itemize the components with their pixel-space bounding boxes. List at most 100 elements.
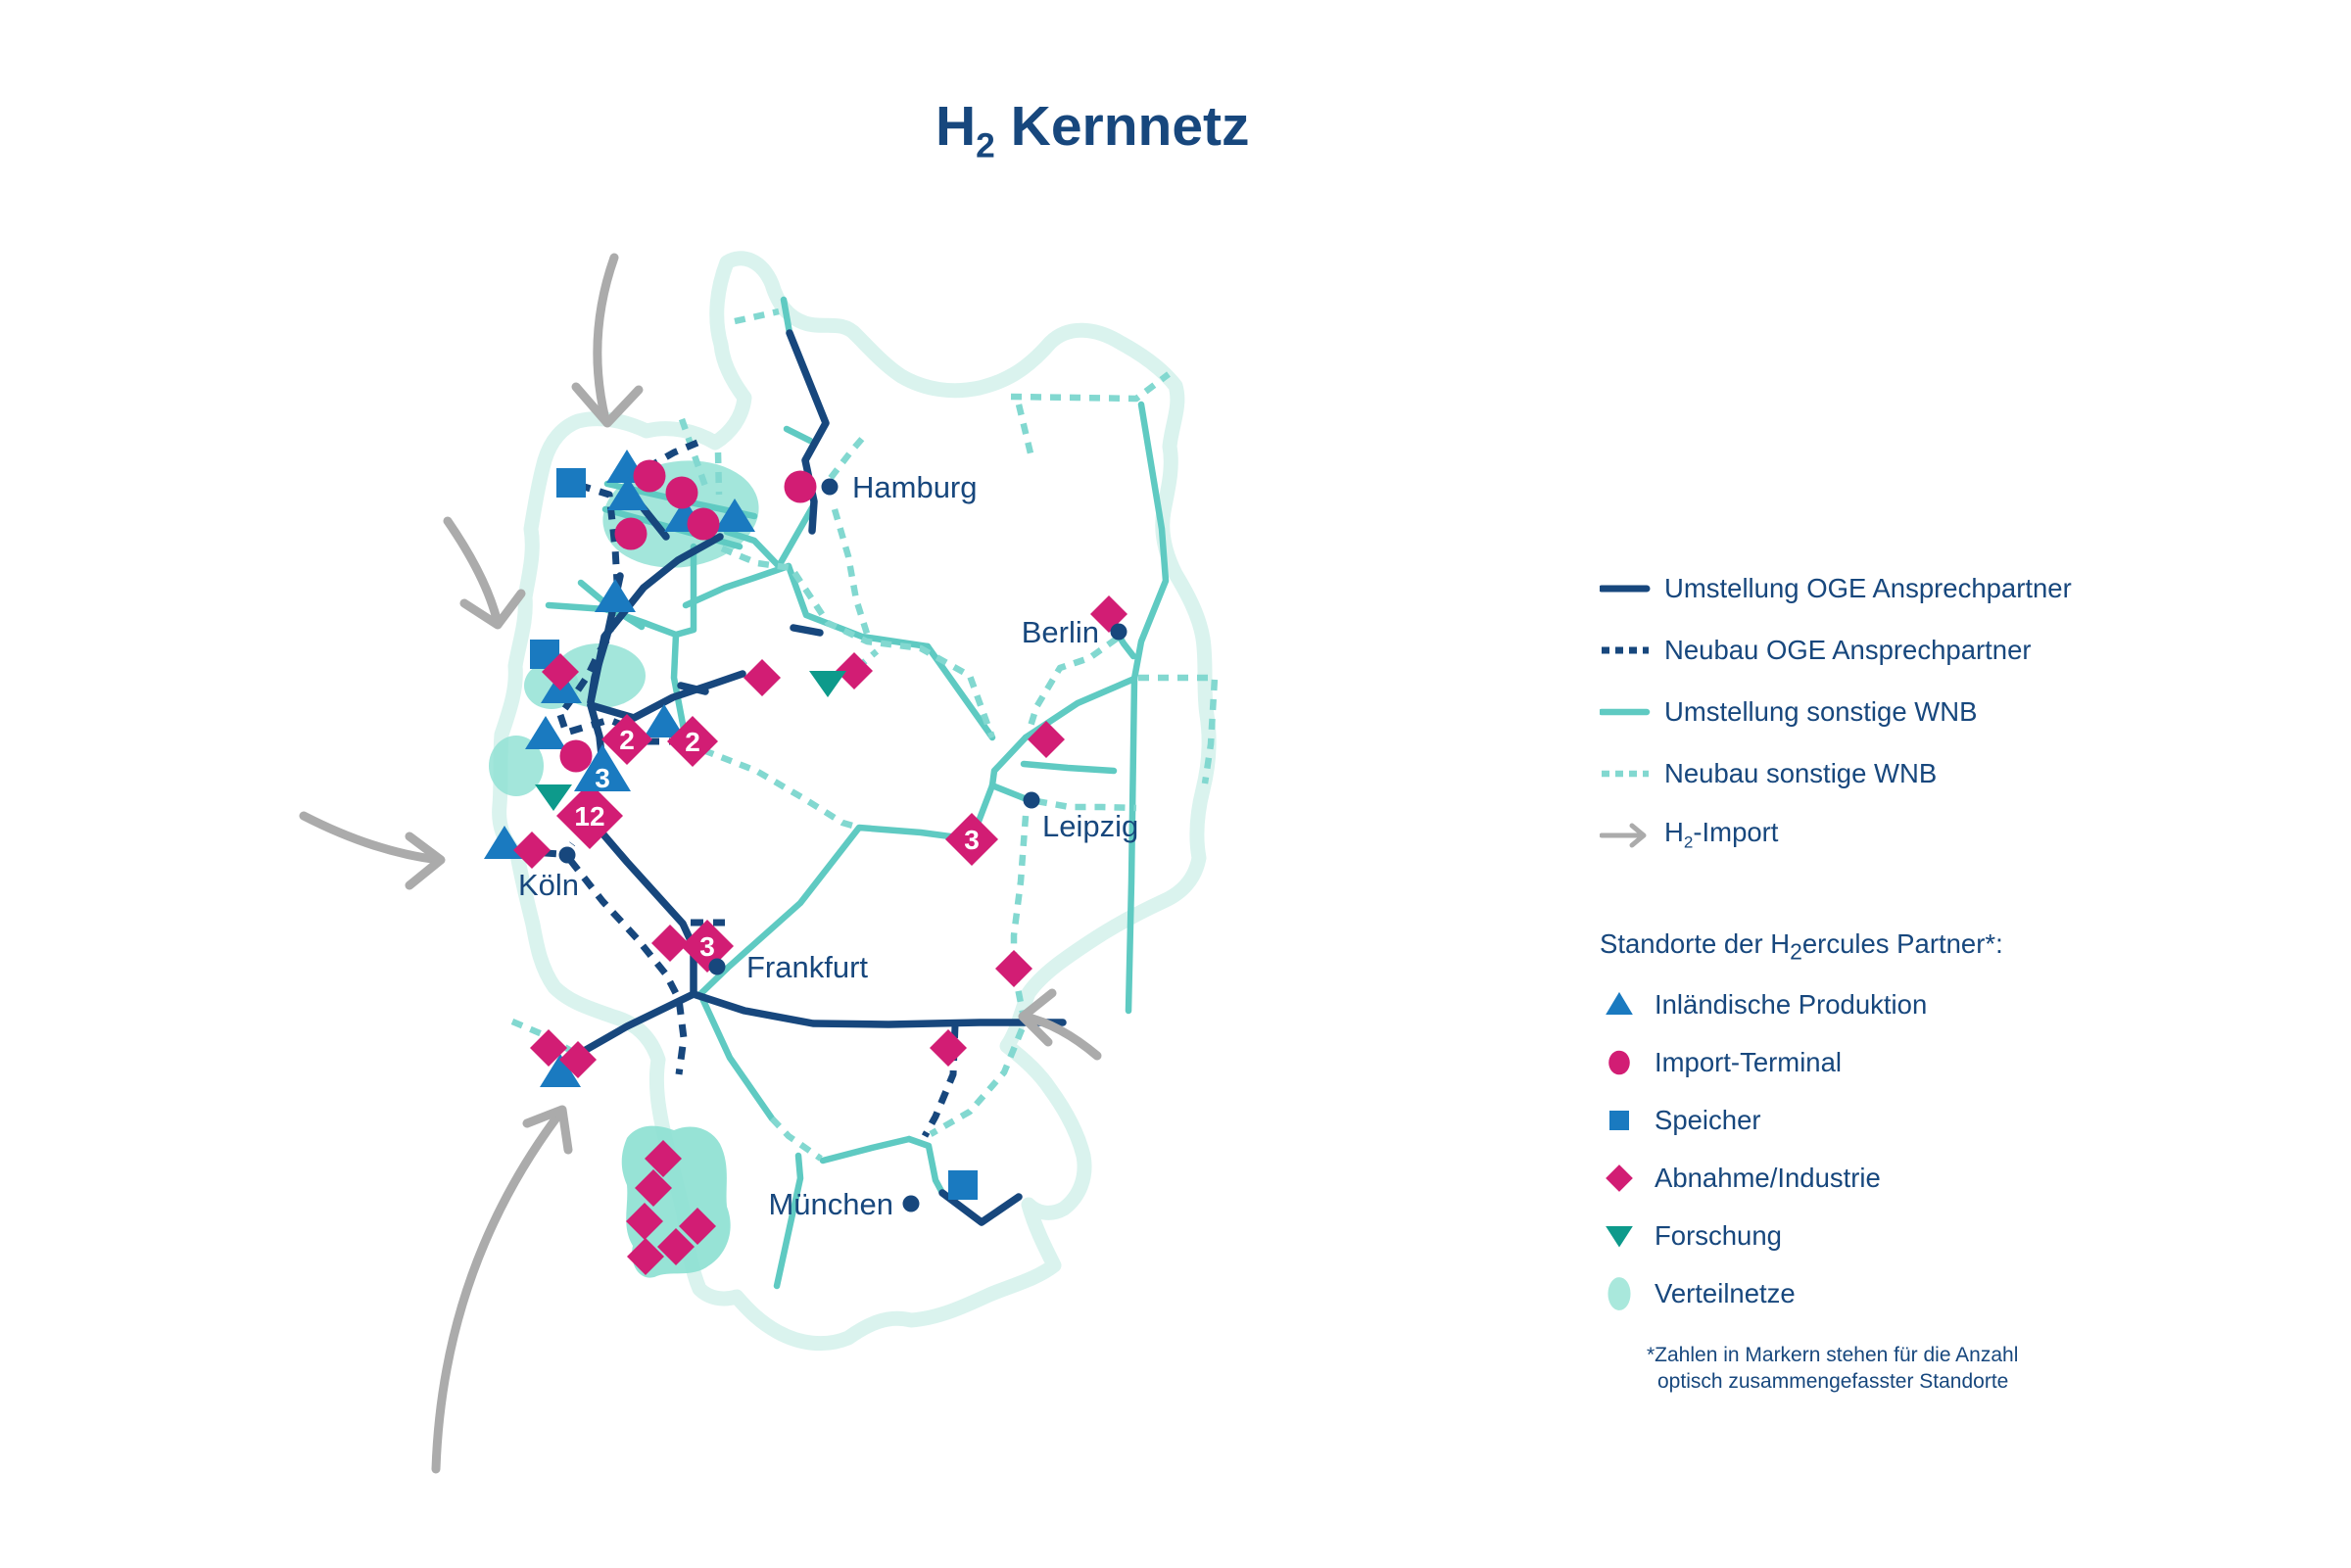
import-terminal-circle-icon xyxy=(665,476,698,509)
abnahme-diamond-icon xyxy=(626,1203,663,1240)
line-neubau-oge xyxy=(567,857,688,1075)
legend-site-label: Import-Terminal xyxy=(1655,1046,1843,1077)
footnote-line-1: *Zahlen in Markern stehen für die Anzahl xyxy=(1647,1344,2019,1366)
legend-site-diamond: Abnahme/Industrie xyxy=(1600,1149,2207,1207)
legend-swatch xyxy=(1600,628,1651,673)
line-umstellung-wnb xyxy=(773,1152,804,1290)
line-neubau-wnb xyxy=(828,436,865,480)
legend-swatch xyxy=(1600,1271,1639,1316)
legend-swatch xyxy=(1600,982,1639,1027)
germany-border-outline xyxy=(492,251,1217,1352)
line-umstellung-oge xyxy=(587,670,746,722)
abnahme-diamond-icon xyxy=(679,1208,716,1245)
line-umstellung-wnb xyxy=(905,1135,946,1197)
speicher-square-icon xyxy=(556,468,586,498)
line-umstellung-wnb xyxy=(780,296,793,337)
import-terminal-circle-icon xyxy=(614,517,648,550)
legend-item-label: Umstellung sonstige WNB xyxy=(1664,695,1978,727)
abnahme-diamond-icon xyxy=(635,1169,672,1207)
cluster-diamond-icon xyxy=(667,716,718,767)
legend-circle-icon xyxy=(1608,1050,1630,1074)
import-terminal-circle-icon xyxy=(687,507,720,541)
verteilnetz-area xyxy=(489,736,544,796)
produktion-triangle-icon xyxy=(525,716,566,749)
legend-item-label: H2-Import xyxy=(1664,817,1779,852)
line-umstellung-oge xyxy=(790,624,824,637)
produktion-triangle-icon xyxy=(607,477,648,510)
line-neubau-wnb xyxy=(701,746,860,832)
cluster-count-label: 2 xyxy=(685,727,700,757)
abnahme-diamond-icon xyxy=(627,1238,664,1275)
h2-import-arrowhead-icon xyxy=(571,382,644,428)
legend-square-icon xyxy=(1609,1110,1629,1130)
city-dot-münchen xyxy=(902,1195,920,1212)
legend-sites-header: Standorte der H2ercules Partner*: xyxy=(1600,928,2003,965)
line-umstellung-wnb xyxy=(1125,675,1138,1015)
legend-site-label: Forschung xyxy=(1655,1219,1782,1251)
city-dot-hamburg xyxy=(821,478,839,496)
legend-footnote: *Zahlen in Markern stehen für die Anzahl… xyxy=(1600,1342,2207,1395)
cluster-diamond-icon xyxy=(601,714,652,765)
cluster-count-label: 3 xyxy=(699,931,715,962)
legend-triangle-icon xyxy=(1606,991,1633,1015)
city-label-frankfurt: Frankfurt xyxy=(746,950,868,984)
abnahme-diamond-icon xyxy=(744,659,781,696)
city-label-leipzig: Leipzig xyxy=(1042,809,1138,843)
line-umstellung-wnb xyxy=(696,824,976,1122)
cluster-triangle-icon xyxy=(574,744,631,791)
produktion-triangle-icon xyxy=(540,1054,581,1087)
produktion-triangle-icon xyxy=(644,704,685,737)
line-umstellung-wnb xyxy=(783,425,814,445)
abnahme-diamond-icon xyxy=(651,925,689,962)
cluster-count-label: 2 xyxy=(619,725,635,755)
legend-site-ellipse: Verteilnetze xyxy=(1600,1264,2207,1322)
h2-import-arrowhead-icon xyxy=(1018,988,1057,1047)
legend-site-label: Abnahme/Industrie xyxy=(1655,1162,1881,1193)
abnahme-diamond-icon xyxy=(1028,721,1065,758)
line-neubau-wnb xyxy=(929,815,1030,1137)
legend-item-teal_dashed: Neubau sonstige WNB xyxy=(1600,742,2207,804)
abnahme-diamond-icon xyxy=(836,652,873,689)
verteilnetz-area xyxy=(621,1125,731,1278)
produktion-triangle-icon xyxy=(714,499,755,532)
legend-item-navy_solid: Umstellung OGE Ansprechpartner xyxy=(1600,557,2207,619)
line-umstellung-wnb xyxy=(723,500,818,570)
speicher-square-icon xyxy=(948,1170,978,1200)
line-umstellung-wnb xyxy=(1020,760,1118,775)
city-label-köln: Köln xyxy=(518,868,579,902)
legend-site-triangle_down: Forschung xyxy=(1600,1207,2207,1264)
cluster-count-label: 12 xyxy=(574,801,604,832)
line-umstellung-oge xyxy=(588,817,697,998)
line-neubau-wnb xyxy=(720,546,996,739)
cluster-diamond-icon xyxy=(556,783,623,849)
line-umstellung-oge xyxy=(582,990,697,1054)
legend-site-label: Speicher xyxy=(1655,1104,1761,1135)
h2-import-arrowhead-icon xyxy=(459,589,526,630)
abnahme-diamond-icon xyxy=(513,832,551,869)
abnahme-diamond-icon xyxy=(530,1029,567,1067)
h2-import-arrowhead-icon xyxy=(522,1105,573,1155)
city-label-münchen: München xyxy=(768,1187,893,1221)
line-umstellung-wnb xyxy=(988,782,1031,803)
legend-item-teal_solid: Umstellung sonstige WNB xyxy=(1600,681,2207,742)
h2-import-arrow xyxy=(443,516,503,628)
abnahme-diamond-icon xyxy=(542,653,579,690)
city-dot-leipzig xyxy=(1023,791,1040,809)
city-dot-berlin xyxy=(1110,623,1128,641)
abnahme-diamond-icon xyxy=(995,950,1032,987)
line-neubau-wnb xyxy=(769,1116,823,1162)
city-dot-köln xyxy=(558,846,576,864)
footnote-line-2: optisch zusammengefasster Standorte xyxy=(1657,1370,2009,1393)
line-neubau-wnb xyxy=(1010,371,1171,403)
legend-swatch xyxy=(1600,1040,1639,1085)
line-neubau-oge xyxy=(556,713,642,739)
import-terminal-circle-icon xyxy=(633,459,666,493)
line-umstellung-wnb xyxy=(682,562,792,609)
line-neubau-wnb xyxy=(1015,404,1035,458)
line-umstellung-wnb xyxy=(819,1135,913,1164)
line-umstellung-oge xyxy=(677,682,709,695)
